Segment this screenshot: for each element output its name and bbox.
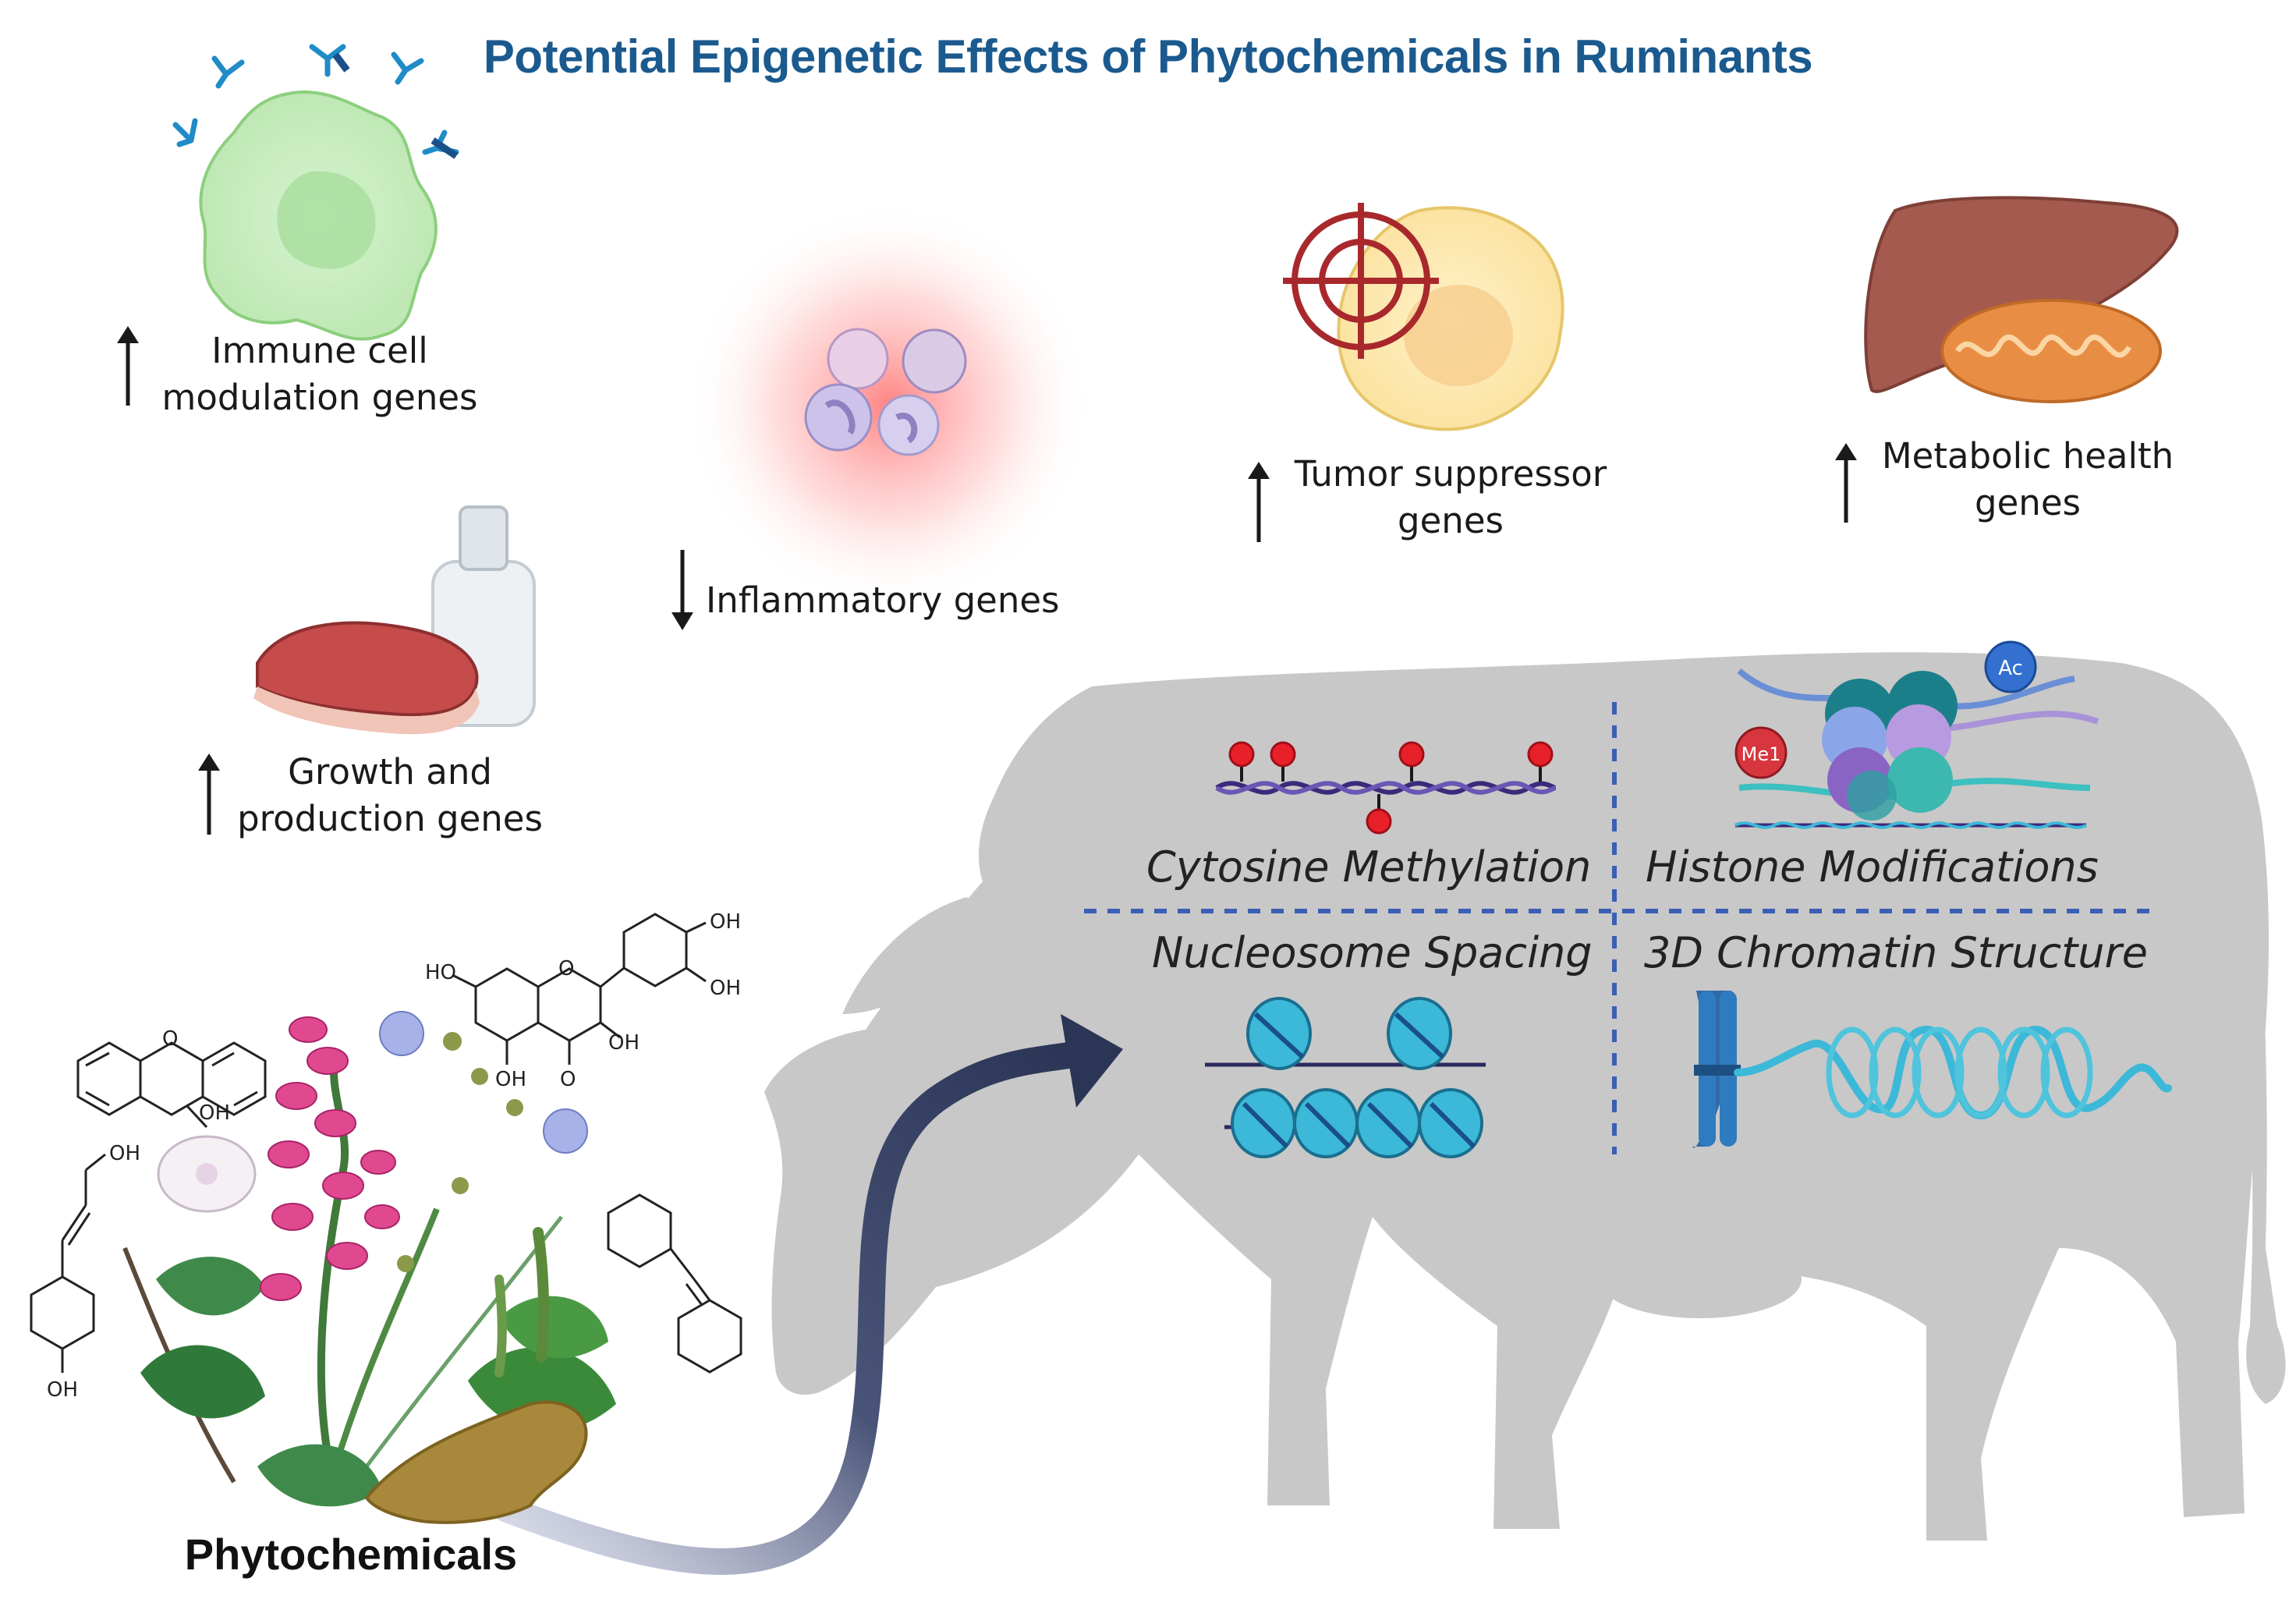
metabolic-genes-line1: Metabolic health [1881, 435, 2174, 477]
flavanol-structure [76, 1041, 267, 1129]
tumor-genes-line1: Tumor suppressor [1294, 453, 1607, 495]
chem-ho-label: HO [425, 961, 456, 984]
nucleosome-spacing-illustration [1205, 997, 1486, 1158]
cow-silhouette [764, 652, 2286, 1541]
chem-oh-label: OH [710, 910, 741, 934]
chem-o-label: O [558, 957, 574, 980]
chem-oh-label: OH [199, 1101, 230, 1125]
dihydroquercetin-structure [452, 913, 707, 1065]
chem-oh-label: OH [109, 1142, 140, 1165]
figure-title: Potential Epigenetic Effects of Phytoche… [483, 30, 1813, 83]
tumor-genes-line2: genes [1398, 500, 1504, 541]
immune-genes-line1: Immune cell [211, 330, 428, 371]
chem-oh-label: OH [608, 1031, 640, 1055]
growth-genes-line2: production genes [237, 798, 543, 839]
growth-genes-label: Growth and production genes [226, 749, 554, 842]
histone-modifications-label: Histone Modifications [1646, 842, 2099, 892]
chem-oh-label: OH [495, 1068, 526, 1091]
chem-oh-label: OH [47, 1378, 78, 1402]
plants-illustration [122, 1011, 616, 1524]
chem-oh-label: OH [710, 977, 741, 1000]
immune-genes-line2: modulation genes [161, 377, 478, 418]
phytochemicals-label: Phytochemicals [184, 1530, 518, 1579]
chromatin-structure-label: 3D Chromatin Structure [1644, 928, 2148, 977]
metabolic-genes-line2: genes [1975, 482, 2081, 523]
methylated-dna-illustration [1215, 741, 1557, 835]
tumor-genes-label: Tumor suppressor genes [1279, 451, 1622, 544]
chromatin-illustration [1692, 991, 2172, 1148]
effect-direction-arrows [117, 326, 1857, 835]
methyl-mark-label: Me1 [1741, 743, 1781, 765]
nucleosome-spacing-label: Nucleosome Spacing [1152, 928, 1593, 977]
uptake-arrow [494, 1014, 1123, 1575]
liver-mitochondria-illustration [1864, 196, 2179, 403]
stilbene-structure [607, 1193, 742, 1374]
histone-octamer-illustration [1734, 640, 2099, 829]
mechanism-dividers [1084, 702, 2160, 1154]
cytosine-methylation-label: Cytosine Methylation [1146, 842, 1592, 892]
chem-o-label: O [560, 1068, 576, 1091]
acetyl-mark-label: Ac [1998, 657, 2023, 680]
inflammatory-cells-illustration [686, 203, 1092, 608]
inflammatory-genes-label: Inflammatory genes [706, 580, 1060, 621]
meat-milk-illustration [253, 505, 536, 735]
immune-genes-label: Immune cell modulation genes [156, 328, 484, 421]
metabolic-genes-label: Metabolic health genes [1864, 433, 2191, 527]
immune-cell-illustration [172, 44, 459, 341]
chem-o-label: O [162, 1027, 178, 1051]
coumaryl-alcohol-structure [30, 1153, 106, 1373]
tumor-cell-illustration [1283, 203, 1564, 431]
growth-genes-line1: Growth and [288, 751, 492, 792]
